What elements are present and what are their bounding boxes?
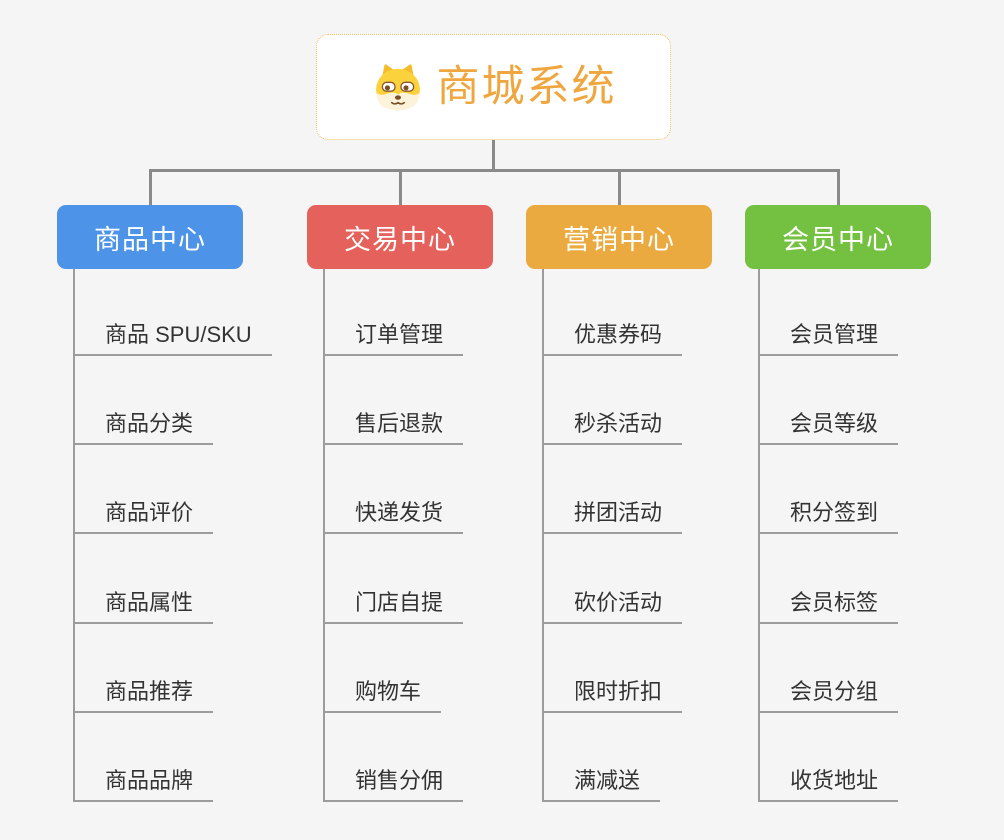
column-spine xyxy=(758,268,760,800)
branch-bus-line xyxy=(149,169,840,172)
leaf-item[interactable]: 快递发货 xyxy=(323,500,464,534)
branch-product-center[interactable]: 商品中心 xyxy=(57,205,243,269)
leaf-item[interactable]: 会员分组 xyxy=(758,679,899,713)
leaf-item[interactable]: 砍价活动 xyxy=(542,590,683,624)
leaf-item[interactable]: 商品品牌 xyxy=(73,768,214,802)
column-spine xyxy=(542,268,544,800)
column-spine xyxy=(323,268,325,800)
leaf-item[interactable]: 购物车 xyxy=(323,679,442,713)
leaf-item[interactable]: 销售分佣 xyxy=(323,768,464,802)
branch-trade-center[interactable]: 交易中心 xyxy=(307,205,493,269)
leaf-item[interactable]: 会员标签 xyxy=(758,590,899,624)
branch-drop-line xyxy=(618,169,621,206)
leaf-item[interactable]: 拼团活动 xyxy=(542,500,683,534)
leaf-item[interactable]: 收货地址 xyxy=(758,768,899,802)
root-node[interactable]: 商城系统 xyxy=(316,34,671,140)
root-stem-line xyxy=(492,139,495,172)
branch-marketing-center[interactable]: 营销中心 xyxy=(526,205,712,269)
leaf-item[interactable]: 订单管理 xyxy=(323,322,464,356)
leaf-item[interactable]: 商品评价 xyxy=(73,500,214,534)
dog-face-icon xyxy=(375,64,420,111)
branch-drop-line xyxy=(399,169,402,206)
branch-drop-line xyxy=(149,169,152,206)
leaf-item[interactable]: 会员等级 xyxy=(758,411,899,445)
leaf-item[interactable]: 优惠券码 xyxy=(542,322,683,356)
column-spine xyxy=(73,268,75,800)
leaf-item[interactable]: 商品分类 xyxy=(73,411,214,445)
leaf-item[interactable]: 积分签到 xyxy=(758,500,899,534)
branch-drop-line xyxy=(837,169,840,206)
leaf-item[interactable]: 秒杀活动 xyxy=(542,411,683,445)
leaf-item[interactable]: 限时折扣 xyxy=(542,679,683,713)
leaf-item[interactable]: 商品推荐 xyxy=(73,679,214,713)
leaf-item[interactable]: 售后退款 xyxy=(323,411,464,445)
leaf-item[interactable]: 满减送 xyxy=(542,768,661,802)
leaf-item[interactable]: 商品 SPU/SKU xyxy=(73,322,272,356)
leaf-item[interactable]: 商品属性 xyxy=(73,590,214,624)
leaf-item[interactable]: 门店自提 xyxy=(323,590,464,624)
leaf-item[interactable]: 会员管理 xyxy=(758,322,899,356)
root-title: 商城系统 xyxy=(436,62,617,111)
branch-member-center[interactable]: 会员中心 xyxy=(745,205,931,269)
